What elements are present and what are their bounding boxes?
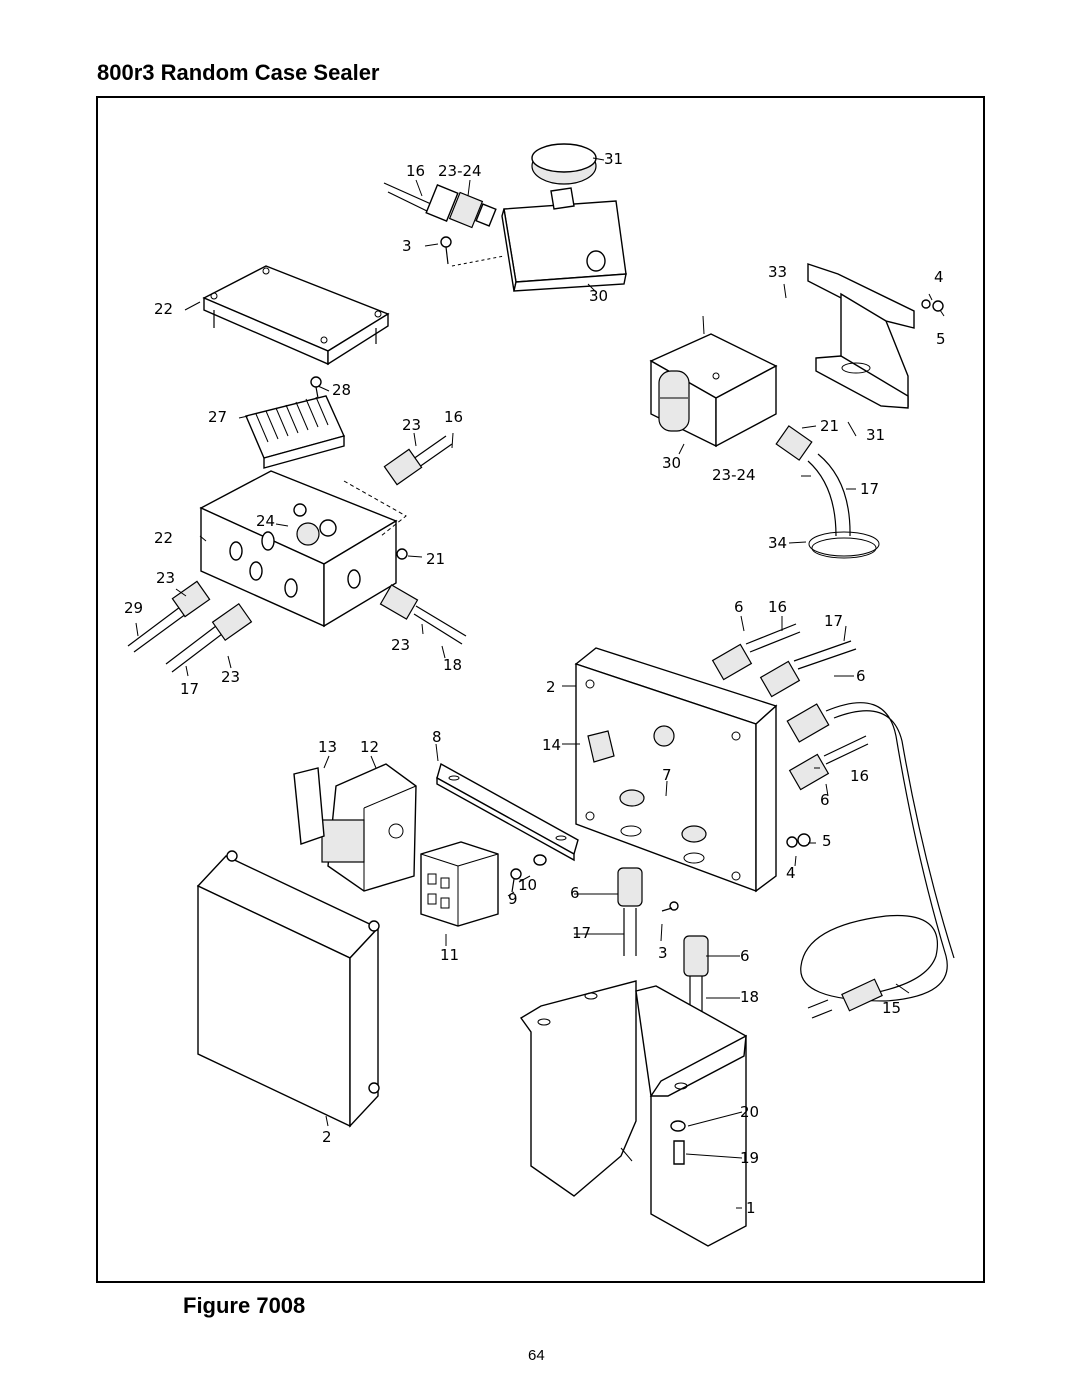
- callout-23-24: 23-24: [438, 162, 482, 180]
- exploded-parts-diagram: 16 23-24 31 30 3 22 28 27 23 16 24 22 21…: [124, 143, 955, 1247]
- control-enclosure: [649, 333, 778, 448]
- callout-6: 6: [820, 791, 830, 809]
- callout-23-24: 23-24: [712, 466, 756, 484]
- callout-16: 16: [406, 162, 425, 180]
- callout-5: 5: [936, 330, 946, 348]
- motor-starter: [293, 763, 417, 892]
- flexible-conduit: [775, 425, 880, 559]
- bottom-glands: [617, 867, 709, 1024]
- callout-32: 33: [768, 263, 787, 281]
- callout-25: 27: [208, 408, 227, 426]
- callout-3: 3: [658, 944, 668, 962]
- callout-10: 10: [518, 876, 537, 894]
- callout-27: 29: [124, 599, 143, 617]
- pushbutton-station: [501, 143, 627, 292]
- callout-6: 6: [734, 598, 744, 616]
- callout-30: 30: [662, 454, 681, 472]
- figure-label: Figure 7008: [183, 1293, 306, 1318]
- callout-23: 23: [391, 636, 410, 654]
- callout-3: 3: [402, 237, 412, 255]
- callout-7: 7: [662, 766, 672, 784]
- callout-23: 23: [402, 416, 421, 434]
- callout-19: 19: [740, 1149, 759, 1167]
- contactor: [420, 841, 547, 927]
- callout-16: 16: [444, 408, 463, 426]
- callout-16: 16: [768, 598, 787, 616]
- callout-21: 22: [154, 300, 173, 318]
- callout-31: 31: [866, 426, 885, 444]
- callout-16: 16: [850, 767, 869, 785]
- callout-2: 2: [322, 1128, 332, 1146]
- callout-4: 4: [786, 864, 796, 882]
- callout-18: 18: [740, 988, 759, 1006]
- callout-29: 31: [604, 150, 623, 168]
- callout-9: 9: [508, 890, 518, 908]
- callout-1: 1: [746, 1199, 756, 1217]
- callout-21: 22: [154, 529, 173, 547]
- junction-box: [199, 470, 408, 628]
- callout-6: 6: [570, 884, 580, 902]
- callout-23: 23: [221, 668, 240, 686]
- main-enclosure: [574, 647, 778, 893]
- callout-4: 4: [934, 268, 944, 286]
- junction-box-lid: [202, 265, 390, 366]
- enclosure-cover: [196, 850, 380, 1128]
- callout-26: 28: [332, 381, 351, 399]
- callout-28: 30: [589, 287, 608, 305]
- callout-5: 5: [822, 832, 832, 850]
- callout-labels: 16 23-24 31 30 3 22 28 27 23 16 24 22 21…: [124, 150, 946, 1217]
- callout-11: 11: [440, 946, 459, 964]
- callout-13: 13: [318, 738, 337, 756]
- callout-17: 17: [180, 680, 199, 698]
- callout-17: 17: [824, 612, 843, 630]
- diagram-frame: [96, 96, 985, 1283]
- callout-17: 17: [860, 480, 879, 498]
- mounting-plate: [519, 980, 747, 1247]
- din-rail: [436, 762, 579, 862]
- mounting-bracket: [807, 263, 944, 409]
- callout-17: 17: [572, 924, 591, 942]
- page-title: 800r3 Random Case Sealer: [97, 60, 380, 85]
- callout-6: 6: [856, 667, 866, 685]
- power-cord: [800, 702, 955, 1019]
- leader-lines: [135, 157, 945, 1209]
- page-number: 64: [528, 1347, 545, 1364]
- callout-2: 2: [546, 678, 556, 696]
- callout-14: 14: [542, 736, 561, 754]
- callout-22: 21: [820, 417, 839, 435]
- terminal-strip: [245, 376, 345, 469]
- cable-gland-top: [383, 182, 497, 229]
- cable-glands-right: [711, 623, 869, 848]
- callout-24: 24: [256, 512, 275, 530]
- cable-glands-left: [127, 435, 467, 673]
- callout-23: 23: [156, 569, 175, 587]
- callout-22: 21: [426, 550, 445, 568]
- callout-6: 6: [740, 947, 750, 965]
- callout-33: 34: [768, 534, 787, 552]
- callout-18: 18: [443, 656, 462, 674]
- callout-20: 20: [740, 1103, 759, 1121]
- screw-3-top: [440, 236, 505, 267]
- callout-8: 8: [432, 728, 442, 746]
- callout-12: 12: [360, 738, 379, 756]
- callout-15: 15: [882, 999, 901, 1017]
